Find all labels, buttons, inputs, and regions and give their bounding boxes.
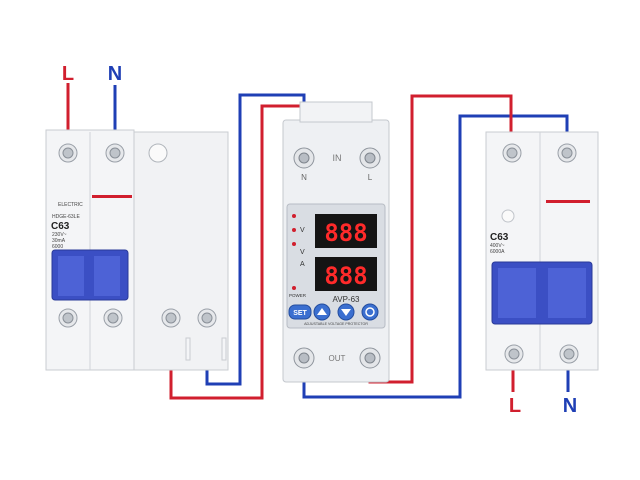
left-breaker-spec-3: 6000	[52, 244, 63, 250]
bottom-live-label: L	[509, 395, 521, 417]
top-neutral-label: N	[108, 63, 122, 85]
voltage-display-bottom-digits: 888	[324, 262, 367, 290]
led-overvoltage	[292, 214, 296, 218]
unit-v-top: V	[300, 227, 305, 234]
protector-terminal-n-label: N	[301, 173, 307, 182]
right-breaker-spec-1: 400V~	[490, 243, 505, 249]
power-ring-icon	[365, 307, 375, 317]
left-breaker-rating: C63	[51, 221, 70, 232]
test-button[interactable]	[148, 143, 168, 163]
top-live-label: L	[62, 63, 74, 85]
right-breaker-status-stripe	[546, 200, 590, 203]
voltage-protector: IN N L 888 888 V V A POWER AVP-63 SET AD…	[282, 101, 390, 383]
voltage-display-top-digits: 888	[324, 219, 367, 247]
left-breaker-spec-1: 230V~	[52, 232, 67, 238]
left-breaker-spec-2: 30mA	[52, 238, 66, 244]
protector-terminal-l-label: L	[368, 173, 373, 182]
set-button-label: SET	[293, 310, 307, 317]
up-arrow-icon	[317, 308, 327, 315]
voltage-display-top	[315, 214, 377, 248]
unit-a: A	[300, 261, 305, 268]
bottom-neutral-label: N	[563, 395, 577, 417]
right-breaker: C63 400V~ 6000A	[485, 131, 599, 371]
led-power	[292, 286, 296, 290]
left-breaker-brand: ELECTRIC	[58, 202, 83, 208]
protector-caption: ADJUSTABLE VOLTAGE PROTECTOR	[304, 322, 368, 326]
protector-out-label: OUT	[329, 354, 346, 363]
left-breaker: ELECTRIC HDGE-63LE C63 230V~ 30mA 6000	[45, 129, 229, 371]
neutral-wire-to-right-breaker	[302, 114, 569, 399]
led-current	[292, 242, 296, 246]
status-stripe	[92, 195, 132, 198]
protector-in-label: IN	[333, 153, 342, 163]
right-breaker-spec-2: 6000A	[490, 249, 505, 255]
down-arrow-icon	[341, 309, 351, 316]
left-breaker-model: HDGE-63LE	[52, 214, 80, 220]
set-button[interactable]	[288, 304, 312, 320]
right-breaker-rating: C63	[490, 232, 509, 243]
power-indicator-label: POWER	[289, 293, 307, 298]
voltage-display-bottom	[315, 257, 377, 291]
led-undervoltage	[292, 228, 296, 232]
protector-model: AVP-63	[333, 295, 361, 304]
unit-v-bottom: V	[300, 249, 305, 256]
power-button[interactable]	[361, 303, 379, 321]
